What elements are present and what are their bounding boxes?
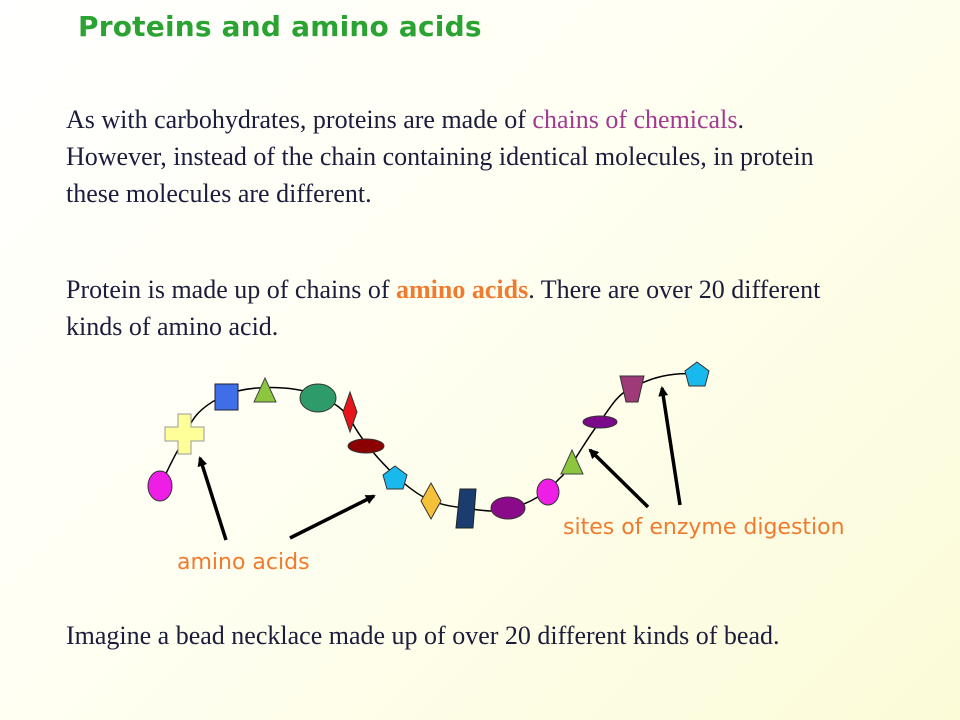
paragraph-amino-acids: Protein is made up of chains of amino ac… [66, 271, 846, 345]
slide-title: Proteins and amino acids [78, 10, 482, 43]
para2-text-end: . There are over 20 different kinds of a… [66, 275, 821, 341]
bead-cyan-pentagon-2 [684, 361, 710, 387]
arrow-amino-left [197, 456, 228, 541]
para1-highlight: chains of chemicals [532, 105, 738, 134]
arrow-sites-left [588, 448, 650, 509]
bead-purple-oval [490, 496, 526, 520]
bead-teal-oval [299, 383, 337, 413]
bead-magenta-oval [147, 470, 173, 502]
bead-darkred-oval [347, 438, 385, 454]
bead-mauve-trapezoid [619, 375, 645, 403]
para2-text-start: Protein is made up of chains of [66, 275, 396, 304]
arrow-sites-right [658, 386, 682, 506]
bead-red-spindle [342, 390, 358, 434]
label-amino-acids: amino acids [177, 550, 310, 575]
paragraph-chains: As with carbohydrates, proteins are made… [66, 101, 846, 212]
bead-green-triangle-2 [560, 448, 584, 475]
bead-magenta-oval-2 [536, 478, 560, 506]
para2-highlight: amino acids [396, 275, 529, 304]
bead-yellow-cross [164, 413, 205, 455]
bead-navy-parallelogram [455, 488, 477, 529]
para1-text-start: As with carbohydrates, proteins are made… [66, 105, 533, 134]
bead-green-triangle [253, 376, 277, 403]
bead-orange-diamond [420, 481, 442, 521]
arrow-amino-right [289, 494, 376, 540]
bead-violet-oval [582, 415, 618, 429]
bead-cyan-pentagon [382, 465, 408, 490]
bead-blue-square [214, 383, 239, 411]
paragraph-bead-necklace: Imagine a bead necklace made up of over … [66, 621, 780, 650]
label-enzyme-sites: sites of enzyme digestion [563, 515, 845, 540]
para1-text-end: . However, instead of the chain containi… [66, 105, 814, 208]
